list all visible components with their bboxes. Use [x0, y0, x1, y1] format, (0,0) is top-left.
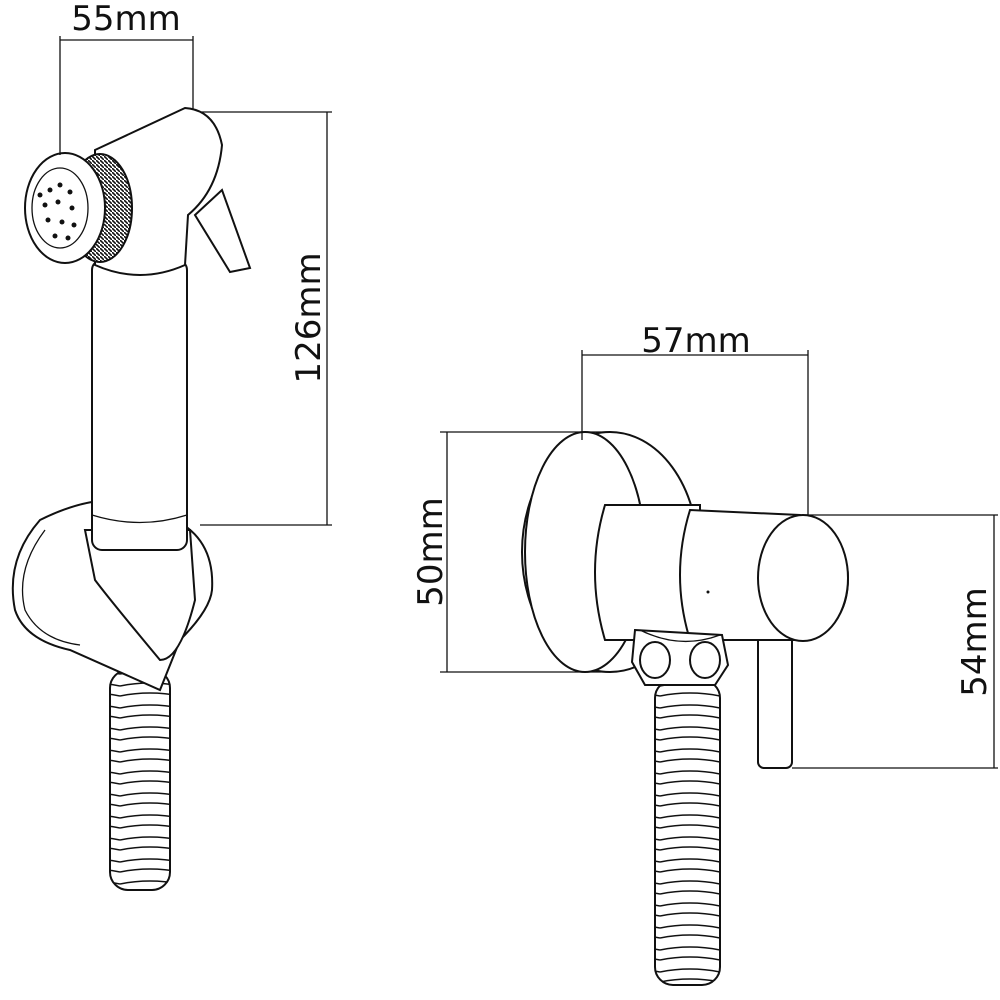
- hose-connector: [630, 628, 730, 686]
- dimension-label: 55mm: [71, 0, 181, 39]
- sprayer-head: [24, 152, 133, 264]
- valve-body: [594, 504, 850, 642]
- sprayer-handle: [91, 259, 188, 551]
- dimension-label: 54mm: [955, 587, 995, 697]
- dimension-valve-width: 57mm: [581, 321, 809, 515]
- valve-hose: [654, 679, 721, 986]
- dimension-sprayer-height: 126mm: [200, 111, 332, 526]
- sprayer-hose: [109, 669, 171, 891]
- hand-sprayer: [11, 106, 252, 891]
- angle-valve: [521, 431, 850, 986]
- dimension-sprayer-width: 55mm: [59, 0, 194, 155]
- dimension-label: 50mm: [411, 497, 451, 607]
- sprayer-trigger: [193, 188, 252, 274]
- dimension-label: 126mm: [289, 252, 329, 383]
- valve-lever: [757, 619, 793, 769]
- dimension-flange-height: 50mm: [411, 431, 610, 673]
- dimension-valve-height: 54mm: [792, 514, 998, 769]
- nozzle-holes: [37, 182, 77, 241]
- dimension-label: 57mm: [641, 321, 751, 361]
